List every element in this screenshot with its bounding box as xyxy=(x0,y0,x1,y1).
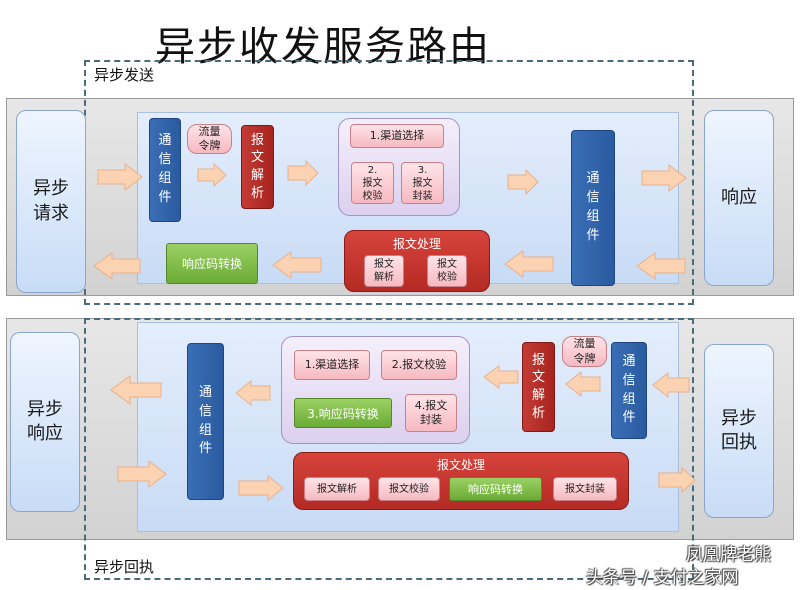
wechat-icon xyxy=(662,543,682,559)
top-validate: 2. 报文 校验 xyxy=(351,162,394,204)
arrow-right-icon xyxy=(197,163,227,187)
arrow-left-icon xyxy=(235,380,271,406)
bottom-parse: 报 文 解 析 xyxy=(522,342,555,432)
async-send-label: 异步发送 xyxy=(92,64,157,85)
async-response-box: 异步 响应 xyxy=(10,332,80,512)
arrow-left-icon xyxy=(272,251,322,279)
bottom-process-code: 响应码转换 xyxy=(449,477,542,501)
arrow-left-icon xyxy=(504,250,554,278)
bottom-comm-right: 通 信 组 件 xyxy=(611,342,647,439)
arrow-left-icon xyxy=(565,371,601,397)
watermark-source: 头条号 / 支付之家网 xyxy=(586,568,739,588)
response-box: 响应 xyxy=(704,110,774,286)
top-parse: 报 文 解 析 xyxy=(241,125,274,209)
top-process-parse: 报文 解析 xyxy=(364,255,404,287)
bottom-route: 1.渠道选择 xyxy=(294,350,370,380)
bottom-wrap: 4.报文 封装 xyxy=(405,394,457,432)
top-wrap: 3. 报文 封装 xyxy=(401,162,444,204)
arrow-right-icon xyxy=(507,169,539,195)
bottom-code-convert: 3.响应码转换 xyxy=(294,398,392,428)
arrow-right-icon xyxy=(287,160,319,186)
top-comm-left: 通 信 组 件 xyxy=(149,118,181,222)
async-receipt-box: 异步 回执 xyxy=(704,344,774,518)
async-receipt-frame xyxy=(84,318,694,580)
top-process-validate: 报文 校验 xyxy=(427,255,467,287)
arrow-left-icon xyxy=(636,252,686,280)
top-code-convert: 响应码转换 xyxy=(166,243,258,284)
arrow-left-icon xyxy=(483,365,519,389)
arrow-left-icon xyxy=(652,372,690,398)
bottom-validate: 2.报文校验 xyxy=(381,350,457,380)
bottom-process-validate: 报文校验 xyxy=(378,477,440,501)
page-title: 异步收发服务路由 xyxy=(155,24,491,70)
top-route: 1.渠道选择 xyxy=(350,124,444,148)
bottom-process-title: 报文处理 xyxy=(436,458,485,472)
bottom-process-parse: 报文解析 xyxy=(304,477,370,501)
arrow-left-icon xyxy=(93,252,141,280)
bottom-process-wrap: 报文封装 xyxy=(553,477,617,501)
arrow-left-icon xyxy=(110,375,162,405)
async-request-box: 异步 请求 xyxy=(16,110,86,293)
arrow-right-icon xyxy=(658,467,696,493)
bottom-comm-left: 通 信 组 件 xyxy=(187,343,224,500)
top-process-title: 报文处理 xyxy=(392,237,441,251)
top-comm-right: 通 信 组 件 xyxy=(571,130,615,286)
arrow-right-icon xyxy=(641,164,687,192)
arrow-right-icon xyxy=(117,460,167,488)
top-flow-token: 流量 令牌 xyxy=(187,124,232,154)
async-receipt-label: 异步回执 xyxy=(92,556,157,577)
arrow-right-icon xyxy=(97,163,143,191)
arrow-right-icon xyxy=(238,475,284,501)
watermark-brand: 凤凰牌老熊 xyxy=(686,545,771,565)
bottom-flow-token: 流量 令牌 xyxy=(562,336,607,367)
